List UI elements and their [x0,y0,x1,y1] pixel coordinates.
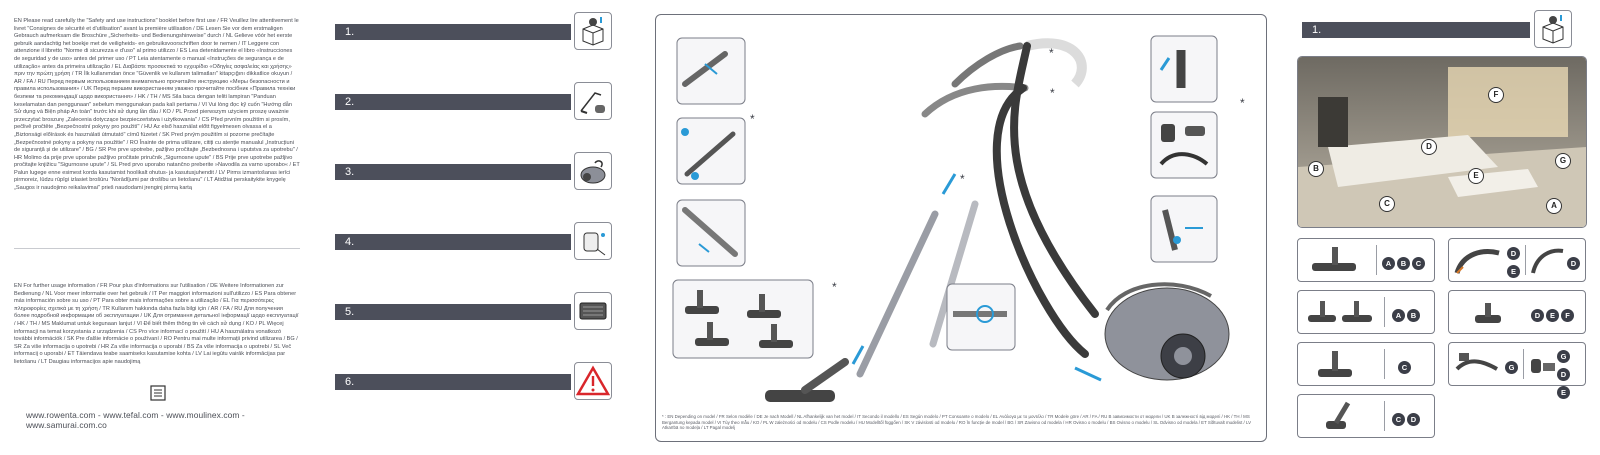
model-asterisk: * [1240,96,1245,110]
floor-nozzles-thumb [672,279,814,359]
unboxing-icon [574,12,612,50]
nozzle-card: DE D [1448,238,1586,282]
tube-adjust-thumb [676,199,746,267]
step-number: 6. [345,376,355,388]
model-asterisk: * [832,280,837,294]
zone-letter: G [1557,350,1570,363]
zone-letter: C [1412,257,1425,270]
hose-release-thumb [1150,195,1218,263]
book-icon [150,385,166,401]
right-step-1-bar: 1. [1302,22,1530,38]
assembly-diagram [672,35,1230,402]
zone-letter: A [1392,309,1405,322]
zone-letter: D [1567,257,1580,270]
divider [14,248,300,249]
websites-list[interactable]: www.rowenta.com - www.tefal.com - www.mo… [26,410,245,430]
zone-letter: C [1392,413,1405,426]
zone-pin: D [1421,139,1437,155]
step-1-bar: 1. [335,24,571,40]
zone-letter: C [1398,361,1411,374]
vacuum-cleaner-icon [574,152,612,190]
zone-letter: D [1407,413,1420,426]
zone-letter: B [1407,309,1420,322]
zone-pin: B [1308,161,1324,177]
accessories-thumb [1150,111,1218,179]
zone-pin: G [1555,153,1571,169]
step-number: 2. [345,96,355,108]
living-room-photo: F D B E G C A [1297,56,1587,228]
step-number: 1. [1312,24,1322,36]
zone-letter: G [1505,361,1518,374]
step-3-bar: 3. [335,164,571,180]
zone-pin: C [1379,196,1395,212]
step-4-bar: 4. [335,234,571,250]
unboxing-icon [1534,10,1572,48]
handle-connect-thumb [676,37,746,105]
zone-letter: E [1557,386,1570,399]
zone-letter: D [1507,247,1520,260]
zone-letter: F [1561,309,1574,322]
zone-letter: E [1546,309,1559,322]
step-number: 5. [345,306,355,318]
step-2-bar: 2. [335,94,571,110]
step-5-bar: 5. [335,304,571,320]
model-asterisk: * [1050,86,1055,100]
model-asterisk: * [1049,46,1054,60]
filter-icon [574,292,612,330]
step-number: 3. [345,166,355,178]
safety-instructions-text: EN Please read carefully the "Safety and… [14,18,300,192]
zone-letter: D [1531,309,1544,322]
zone-letter: B [1397,257,1410,270]
model-asterisk: * [1000,190,1005,204]
step-number: 4. [345,236,355,248]
model-asterisk: * [750,112,755,126]
nozzle-card: C [1297,342,1435,386]
model-asterisk: * [960,172,965,186]
step-number: 1. [345,26,355,38]
zone-pin: E [1468,168,1484,184]
zone-letter: D [1557,368,1570,381]
empty-container-icon [574,222,612,260]
hose-handle-thumb [676,117,746,185]
further-info-text: EN For further usage information / FR Po… [14,283,299,365]
step-6-bar: 6. [335,374,571,390]
warning-icon [574,362,612,400]
zone-pin: A [1546,198,1562,214]
zone-letter: A [1382,257,1395,270]
zone-letter: E [1507,265,1520,278]
vacuum-usage-icon [574,82,612,120]
zone-pin: F [1488,87,1504,103]
model-footnote: * : EN Depending on model / FR Selon mod… [662,414,1252,431]
